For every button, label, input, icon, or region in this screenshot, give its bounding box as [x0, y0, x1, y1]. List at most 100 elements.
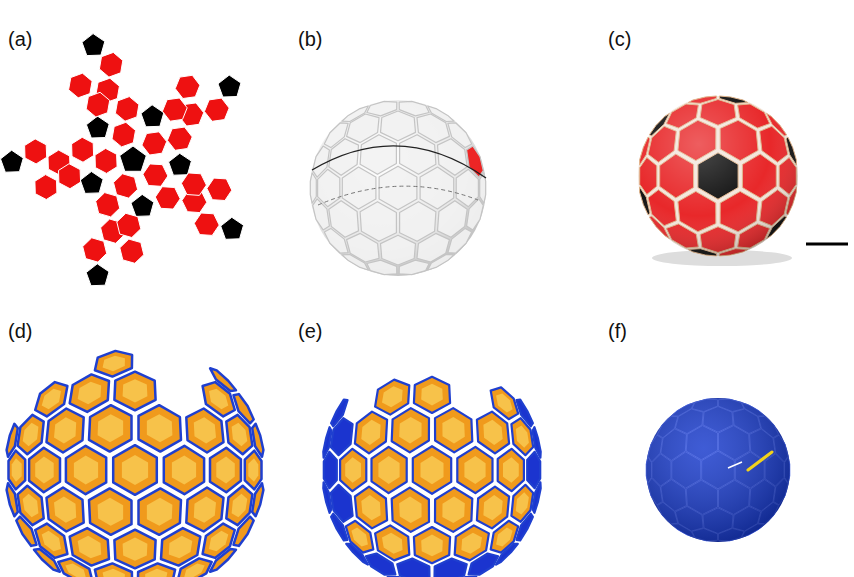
stress-core: [442, 497, 464, 523]
ball-tile: [400, 202, 436, 242]
stress-core: [232, 494, 248, 518]
stress-core: [123, 379, 148, 402]
ball-tile: [342, 167, 376, 209]
ball-tile: [186, 409, 223, 453]
ball-tile: [414, 527, 450, 563]
ball-tile: [89, 488, 132, 534]
net-tile: [204, 98, 229, 121]
ball-tile: [392, 488, 429, 532]
net-tile: [72, 137, 94, 162]
net-tile: [80, 172, 103, 194]
ball-tile: [66, 446, 106, 494]
stress-core: [98, 414, 124, 442]
net-tile: [120, 146, 147, 171]
panel-label: (f): [608, 320, 627, 342]
net-tile: [155, 187, 180, 209]
ball-tile: [435, 408, 472, 452]
ball-tile: [342, 255, 368, 271]
ball-tile: [310, 173, 316, 203]
ball-tile: [367, 260, 397, 275]
ball-tile: [34, 549, 60, 572]
net-tile: [120, 239, 144, 263]
net-tile: [207, 178, 232, 200]
ball-tile: [360, 135, 396, 175]
stress-core: [382, 533, 403, 554]
net-tile: [83, 238, 107, 262]
stress-core: [209, 389, 228, 410]
stress-core: [42, 531, 61, 552]
ball-tile: [47, 488, 84, 532]
stress-core: [496, 527, 512, 546]
ball-tile: [511, 418, 533, 455]
stress-streak: [748, 452, 772, 470]
ball-tile: [138, 563, 175, 577]
seam-highlight: [728, 462, 742, 468]
ball-tile: [178, 558, 212, 577]
ball-tile: [399, 260, 429, 275]
stress-core: [382, 386, 403, 407]
net-tile: [86, 92, 110, 117]
ball-tile: [456, 169, 478, 206]
panel-label: (e): [298, 320, 322, 342]
shading: [646, 398, 790, 542]
ball-tile: [428, 255, 454, 271]
ball-tile: [210, 549, 236, 572]
shading: [638, 96, 798, 256]
ball-tile: [366, 554, 396, 575]
ball-tile: [435, 559, 467, 577]
ball-tile: [164, 446, 204, 494]
stress-core: [442, 417, 464, 444]
panel-label: (a): [8, 28, 32, 50]
ball-tile: [381, 111, 416, 141]
stress-core: [23, 423, 39, 447]
stress-core: [78, 382, 102, 405]
ball-tile: [9, 451, 26, 490]
stress-core: [184, 564, 205, 577]
ball-tile: [226, 415, 252, 454]
net-tile: [194, 213, 219, 235]
net-tile: [112, 122, 136, 147]
stress-core: [361, 420, 380, 445]
stress-core: [78, 536, 102, 559]
ball: [646, 398, 790, 542]
ball-tile: [139, 488, 182, 534]
ball-tile: [414, 377, 450, 413]
net-tile: [221, 217, 244, 239]
ball-tile: [392, 408, 429, 452]
net-tile: [59, 164, 81, 189]
ball-tile: [95, 563, 132, 577]
stress-core: [399, 417, 421, 444]
ball-tile: [18, 415, 44, 454]
ball-tile: [435, 488, 472, 532]
ball-tile: [457, 447, 492, 493]
stress-core: [103, 356, 125, 372]
stress-core: [483, 420, 502, 445]
stress-core: [54, 496, 76, 522]
stress-core: [54, 417, 76, 443]
net-tile: [82, 34, 105, 56]
net-tile: [25, 139, 47, 164]
ball-tile: [114, 372, 155, 411]
stress-core: [421, 456, 444, 485]
ball-tile: [139, 405, 182, 451]
net-tile: [181, 173, 206, 196]
net-tile: [142, 132, 167, 155]
ball-tile: [340, 449, 366, 491]
ball-tile: [318, 169, 340, 206]
ball-tile: [375, 380, 409, 415]
stress-core: [123, 538, 148, 561]
ball-tile: [420, 167, 454, 209]
ball-tile: [346, 544, 368, 565]
stress-core: [65, 564, 86, 577]
ball-tile: [16, 517, 36, 546]
net-tile: [114, 174, 138, 198]
ball-tile: [355, 412, 387, 454]
ball-tile: [379, 166, 417, 210]
net-tile: [167, 127, 192, 150]
ball-tile: [114, 530, 155, 569]
ball-tile: [70, 374, 109, 412]
ball-tile: [331, 418, 353, 455]
great-circle: [312, 146, 486, 178]
